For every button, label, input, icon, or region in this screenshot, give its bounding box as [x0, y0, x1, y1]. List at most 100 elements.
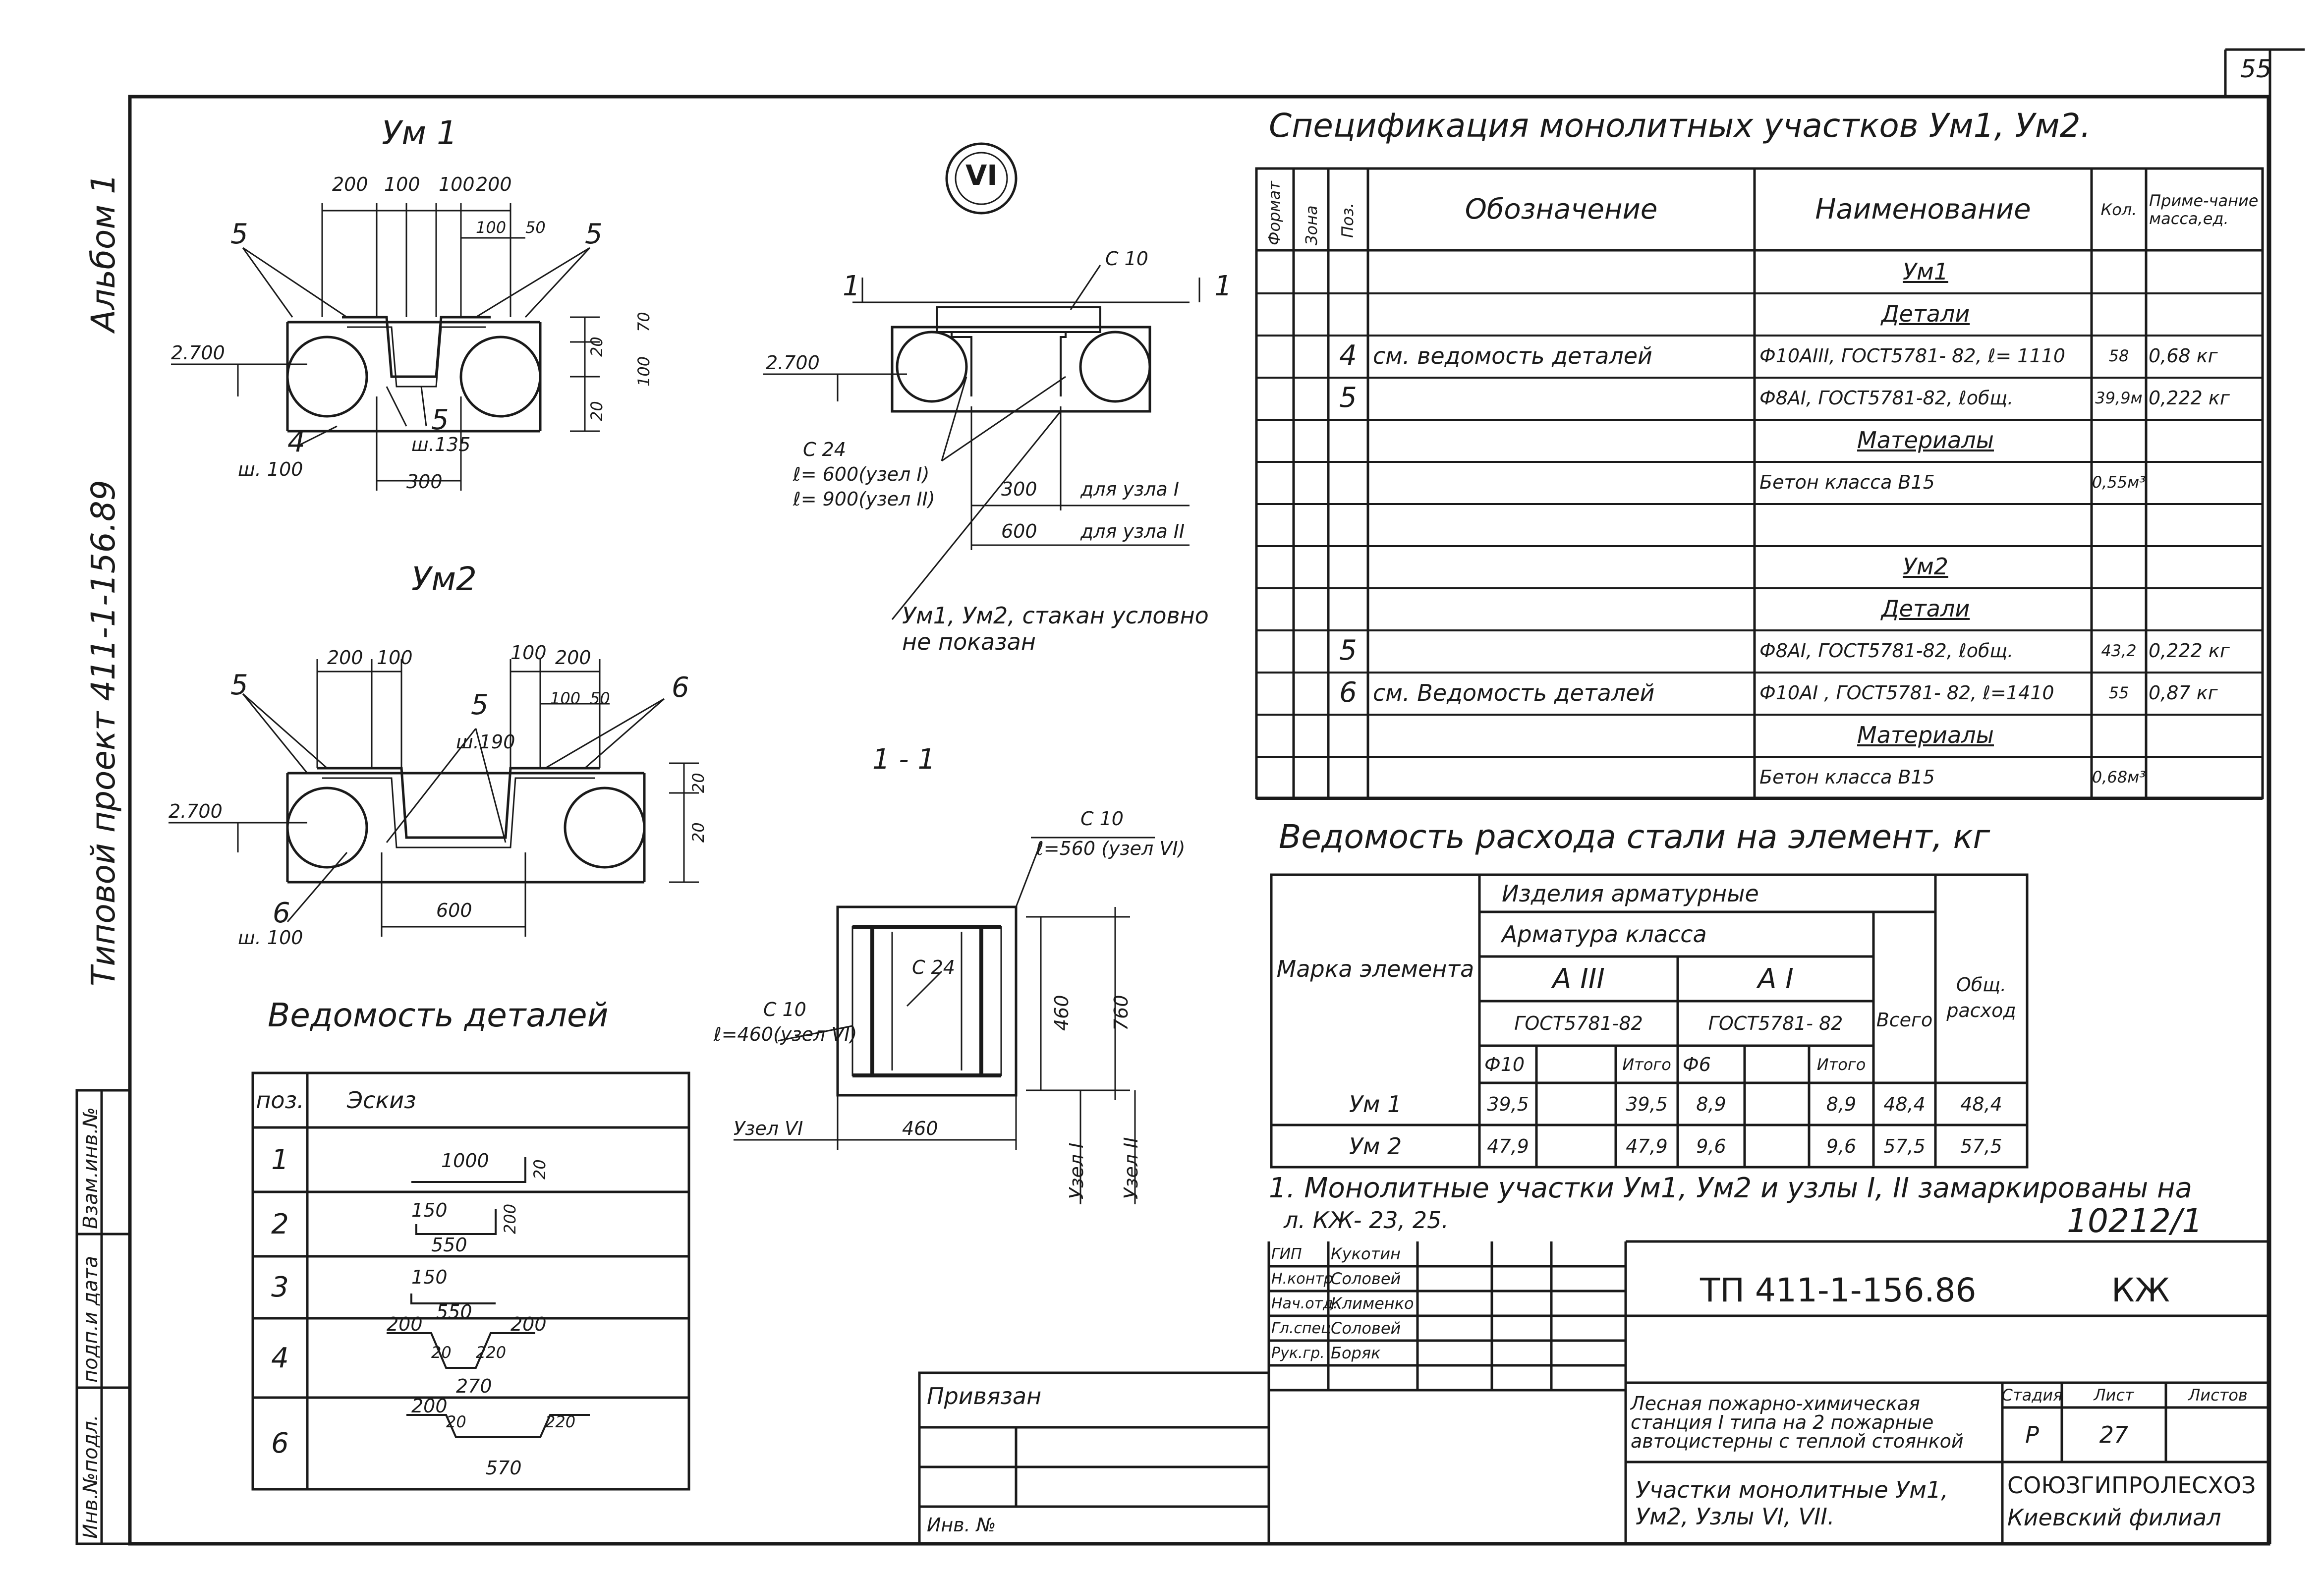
steel-head-izd: Изделия арматурные	[1502, 880, 1759, 907]
node6-d300: 300	[1001, 478, 1037, 500]
spec-cell-oboz	[1373, 461, 1755, 503]
node6-note1: Ум1, Ум2, стакан условно	[902, 602, 1209, 629]
spec-cell-oboz	[1373, 292, 1755, 335]
steel-cell-it1: 39,5	[1626, 1093, 1668, 1115]
details-row-dim: 200	[510, 1313, 547, 1335]
um2-pos6-left: 6	[273, 897, 290, 929]
details-head-sketch: Эскиз	[347, 1087, 416, 1114]
spec-row-line	[1256, 503, 2263, 505]
section-title: 1 - 1	[872, 743, 936, 776]
spec-cell-prim: 0,68 кг	[2149, 344, 2218, 367]
spec-cell-poz: 4	[1339, 339, 1357, 372]
vzam-inv-label: Взам.инв.№	[79, 1107, 102, 1229]
um1-v20a: 20	[587, 337, 606, 357]
steel-head-itogo2: Итого	[1816, 1055, 1866, 1074]
steel-head-a1: А I	[1757, 962, 1794, 995]
steel-head-obsh: Общ. расход	[1946, 973, 2016, 1021]
spec-row-line	[1256, 756, 2263, 758]
spec-head-naim: Наименование	[1815, 193, 2031, 225]
details-row-dim: 150	[411, 1266, 448, 1288]
node6-c24: С 24	[803, 439, 846, 460]
spec-cell-kol	[2092, 587, 2146, 629]
um1-pos5-mid: 5	[431, 404, 449, 436]
spec-cell-oboz	[1373, 756, 1755, 798]
steel-cell-f6: 8,9	[1696, 1093, 1726, 1115]
spec-cell-kol	[2092, 545, 2146, 587]
spec-head-oboz: Обозначение	[1465, 193, 1658, 225]
spec-cell-prim	[2149, 756, 2263, 798]
details-title: Ведомость деталей	[268, 996, 609, 1034]
spec-cell-oboz	[1373, 629, 1755, 672]
um2-v20a: 20	[689, 773, 708, 793]
signer-role: Н.контр	[1271, 1270, 1333, 1288]
node6-note2: не показан	[902, 628, 1036, 655]
node6-l900: ℓ= 900(узел II)	[793, 488, 935, 510]
steel-head-vsego: Всего	[1876, 1009, 1933, 1031]
spec-row-line	[1256, 672, 2263, 674]
node6-level: 2.700	[766, 352, 820, 374]
spec-cell-naim: Ф8АI, ГОСТ5781-82, ℓобщ.	[1759, 387, 2014, 409]
spec-row-line	[1256, 587, 2263, 589]
node6-cut-right: 1	[1214, 270, 1232, 302]
spec-cell-oboz	[1373, 503, 1755, 545]
spec-head-prim: Приме-чание масса,ед.	[2149, 191, 2259, 228]
details-row-dim: 20	[530, 1159, 549, 1180]
node6-l600: ℓ= 600(узел I)	[793, 463, 930, 485]
node6-cut-left: 1	[843, 270, 860, 302]
steel-head-gost1: ГОСТ5781-82	[1514, 1012, 1643, 1034]
um1-w100: ш. 100	[238, 458, 303, 480]
signer-role: Рук.гр.	[1271, 1344, 1325, 1362]
um1-dim-50: 50	[525, 218, 546, 237]
um1-v100: 100	[634, 356, 653, 387]
signer-name: Клименко	[1331, 1294, 1414, 1313]
um2-level: 2.700	[169, 800, 223, 822]
um1-v20b: 20	[587, 401, 606, 421]
um1-pos5-right: 5	[585, 218, 603, 250]
spec-head-kol: Кол.	[2100, 200, 2137, 219]
um2-pos5-left: 5	[230, 669, 248, 701]
spec-cell-naim: Ум2	[1903, 553, 1948, 580]
spec-head-zona: Зона	[1302, 205, 1321, 245]
steel-head-f6: Ф6	[1683, 1053, 1711, 1075]
title-org2: Киевский филиал	[2007, 1504, 2221, 1531]
title-org1: СОЮЗГИПРОЛЕСХОЗ	[2007, 1472, 2256, 1499]
um2-dim-200a: 200	[327, 647, 363, 669]
details-row-dim: 220	[476, 1343, 507, 1362]
spec-cell-oboz	[1373, 714, 1755, 756]
um1-pos4: 4	[287, 426, 305, 458]
spec-cell-kol	[2092, 503, 2146, 545]
spec-cell-poz	[1328, 545, 1368, 587]
title-list: 27	[2099, 1421, 2129, 1448]
um2-dim-50: 50	[590, 689, 610, 708]
steel-head-mark: Марка элемента	[1276, 956, 1474, 982]
um2-dim-200b: 200	[555, 647, 591, 669]
note-line2: л. КЖ- 23, 25.	[1284, 1207, 1449, 1234]
spec-cell-prim: 0,222 кг	[2149, 639, 2230, 662]
page-number: 55	[2240, 55, 2272, 83]
spec-cell-naim: Бетон класса В15	[1759, 766, 1935, 788]
steel-cell-vsego: 48,4	[1883, 1093, 1926, 1115]
title-listov-head: Листов	[2188, 1386, 2248, 1405]
details-row-dim: 200	[387, 1313, 423, 1335]
spec-cell-poz	[1328, 756, 1368, 798]
title-mark: КЖ	[2111, 1271, 2170, 1309]
spec-cell-oboz	[1373, 250, 1755, 292]
spec-row-line	[1256, 335, 2263, 337]
spec-cell-kol	[2092, 714, 2146, 756]
steel-head-gost2: ГОСТ5781- 82	[1708, 1012, 1843, 1034]
details-row-dim: 1000	[441, 1150, 489, 1172]
spec-cell-kol	[2092, 250, 2146, 292]
details-row-dim: 150	[411, 1199, 448, 1221]
node6-for1: для узла I	[1080, 478, 1180, 500]
spec-cell-prim	[2149, 250, 2263, 292]
spec-cell-oboz: см. ведомость деталей	[1373, 342, 1652, 369]
um2-pos6-right: 6	[672, 672, 689, 704]
title-code: ТП 411-1-156.86	[1700, 1271, 1977, 1309]
spec-cell-prim	[2149, 587, 2263, 629]
signer-name: Соловей	[1331, 1319, 1401, 1338]
spec-row-line	[1256, 629, 2263, 631]
um2-v20b: 20	[689, 822, 708, 843]
section-l460: ℓ=460(узел VI)	[714, 1023, 857, 1045]
spec-cell-kol	[2092, 419, 2146, 461]
